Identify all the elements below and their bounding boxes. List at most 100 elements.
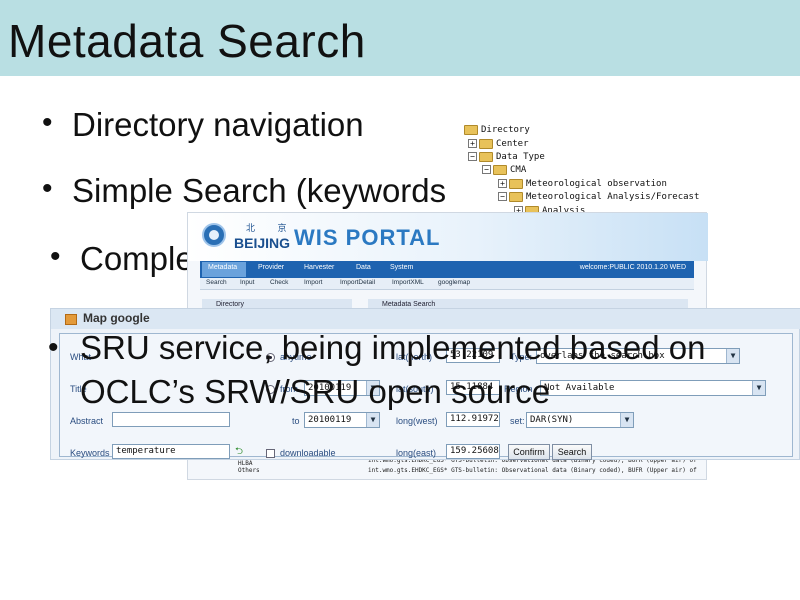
confirm-button[interactable]: Confirm [508, 444, 550, 460]
map-google-search-form: Map google What Title Abstract Keywords … [50, 308, 800, 460]
collapse-icon[interactable]: − [498, 192, 507, 201]
subnav-check[interactable]: Check [270, 279, 289, 286]
subnav-import[interactable]: Import [304, 279, 323, 286]
what-label: What [70, 352, 92, 362]
downloadable-checkbox[interactable] [266, 449, 275, 458]
north-label: lat(north) [396, 352, 433, 362]
chevron-down-icon: ▼ [726, 349, 739, 363]
tree-node-label: Data Type [496, 152, 545, 162]
type-select[interactable]: overlaps the search box ▼ [536, 348, 740, 364]
west-input[interactable]: 112.91972 [446, 412, 500, 427]
from-date-select[interactable]: 20100119 ▼ [304, 380, 380, 396]
logo-beijing: BEIJING [234, 235, 291, 251]
portal-subnav: Search Input Check Import ImportDetail I… [200, 278, 694, 290]
portal-nav: Metadata Provider Harvester Data System … [200, 261, 694, 278]
portal-bottom-tree: HLBA Others [238, 460, 260, 474]
form-panel-icon [65, 314, 77, 325]
tree-node-label[interactable]: Others [238, 467, 260, 474]
bullet-dot: • [48, 331, 59, 364]
date-range-radio[interactable] [266, 385, 275, 394]
bullet-text: SRU service, being implemented based on … [80, 329, 706, 410]
nav-data[interactable]: Data [356, 264, 371, 271]
tree-node[interactable]: −Meteorological Analysis/Forecast [498, 191, 699, 204]
form-header: Map google [51, 309, 800, 329]
subnav-import-xml[interactable]: ImportXML [392, 279, 424, 286]
keywords-label: Keywords [70, 448, 110, 458]
tree-node[interactable]: − CMA [482, 164, 526, 177]
folder-icon [509, 191, 523, 202]
go-arrow-icon[interactable]: ⮌ [235, 446, 244, 457]
search-button[interactable]: Search [552, 444, 592, 460]
east-input[interactable]: 159.25608 [446, 444, 500, 459]
bullet-dot: • [42, 106, 53, 139]
nav-system[interactable]: System [390, 264, 414, 271]
tree-node[interactable]: − Data Type [468, 151, 545, 164]
expand-icon[interactable]: + [468, 139, 477, 148]
abstract-input[interactable] [112, 412, 230, 427]
set-value: DAR(SYN) [530, 415, 574, 425]
collapse-icon[interactable]: − [482, 165, 491, 174]
bullet-simple-search: • Simple Search (keywords [42, 172, 447, 210]
bullet-text: Directory navigation [72, 106, 364, 143]
chevron-down-icon: ▼ [366, 413, 379, 427]
bullet-text: Comple [80, 240, 194, 277]
tree-node-label[interactable]: HLBA [238, 460, 253, 467]
chevron-down-icon: ▼ [366, 381, 379, 395]
bullet-sru-service: • SRU service, being implemented based o… [48, 326, 720, 414]
subnav-input[interactable]: Input [240, 279, 255, 286]
title-bar: Metadata Search [0, 0, 800, 76]
set-select[interactable]: DAR(SYN) ▼ [526, 412, 634, 428]
form-title: Map google [83, 311, 150, 325]
chevron-down-icon: ▼ [752, 381, 765, 395]
nav-provider[interactable]: Provider [258, 264, 285, 271]
collapse-icon[interactable]: − [468, 152, 477, 161]
form-frame: What Title Abstract Keywords temperature… [59, 333, 793, 460]
logo-wis-portal: WIS PORTAL [294, 225, 441, 250]
tree-node-label: Analysis [542, 206, 586, 216]
abstract-label: Abstract [70, 416, 104, 426]
nav-harvester[interactable]: Harvester [304, 264, 335, 271]
region-select[interactable]: Not Available ▼ [540, 380, 766, 396]
tree-node-label: Meteorological observation [526, 179, 667, 189]
tree-node-label: Center [496, 139, 529, 149]
nav-active-indicator [202, 262, 246, 277]
anytime-label: anytime [280, 352, 312, 362]
type-label: Type: [510, 352, 533, 362]
subnav-import-detail[interactable]: ImportDetail [340, 279, 376, 286]
set-label: set: [510, 416, 525, 426]
portal-header: 北 京 BEIJING WIS PORTAL [188, 213, 708, 261]
subnav-googlemap[interactable]: googlemap [438, 279, 471, 286]
folder-icon [479, 138, 493, 149]
tree-node-label: CMA [510, 165, 527, 175]
chevron-down-icon: ▼ [620, 413, 633, 427]
subnav-search[interactable]: Search [206, 279, 227, 286]
north-input[interactable]: 53.22109 [446, 348, 500, 363]
bullet-dot: • [50, 240, 61, 273]
south-input[interactable]: 15.11884 [446, 380, 500, 395]
south-label: lat(south) [396, 384, 434, 394]
nav-metadata[interactable]: Metadata [208, 264, 238, 271]
from-label: from [280, 384, 298, 394]
tree-node[interactable]: Directory [464, 124, 530, 137]
tree-node[interactable]: + Center [468, 138, 529, 151]
from-date-value: 20100119 [308, 383, 352, 393]
result-row[interactable]: int.wmo.gts.EHDKC_EGS* GTS-bulletin: Obs… [368, 457, 697, 464]
bullet-text: Simple Search (keywords [72, 172, 447, 209]
downloadable-label: downloadable [280, 448, 336, 458]
to-date-select[interactable]: 20100119 ▼ [304, 412, 380, 428]
folder-icon [509, 178, 523, 189]
globe-logo-icon [202, 223, 226, 247]
tree-node[interactable]: + Meteorological observation [498, 178, 667, 191]
slide-title: Metadata Search [8, 15, 366, 67]
type-value: overlaps the search box [540, 351, 665, 361]
anytime-radio[interactable] [266, 353, 275, 362]
expand-icon[interactable]: + [498, 179, 507, 188]
keywords-input[interactable]: temperature [112, 444, 230, 459]
east-label: long(east) [396, 448, 437, 458]
bullet-complex-search: • Comple [50, 240, 194, 278]
west-label: long(west) [396, 416, 438, 426]
region-label: Region [504, 384, 533, 394]
result-row[interactable]: int.wmo.gts.EHDKC_EGS* GTS-bulletin: Obs… [368, 467, 697, 474]
bullet-directory-navigation: • Directory navigation [42, 106, 364, 144]
to-label: to [292, 416, 300, 426]
